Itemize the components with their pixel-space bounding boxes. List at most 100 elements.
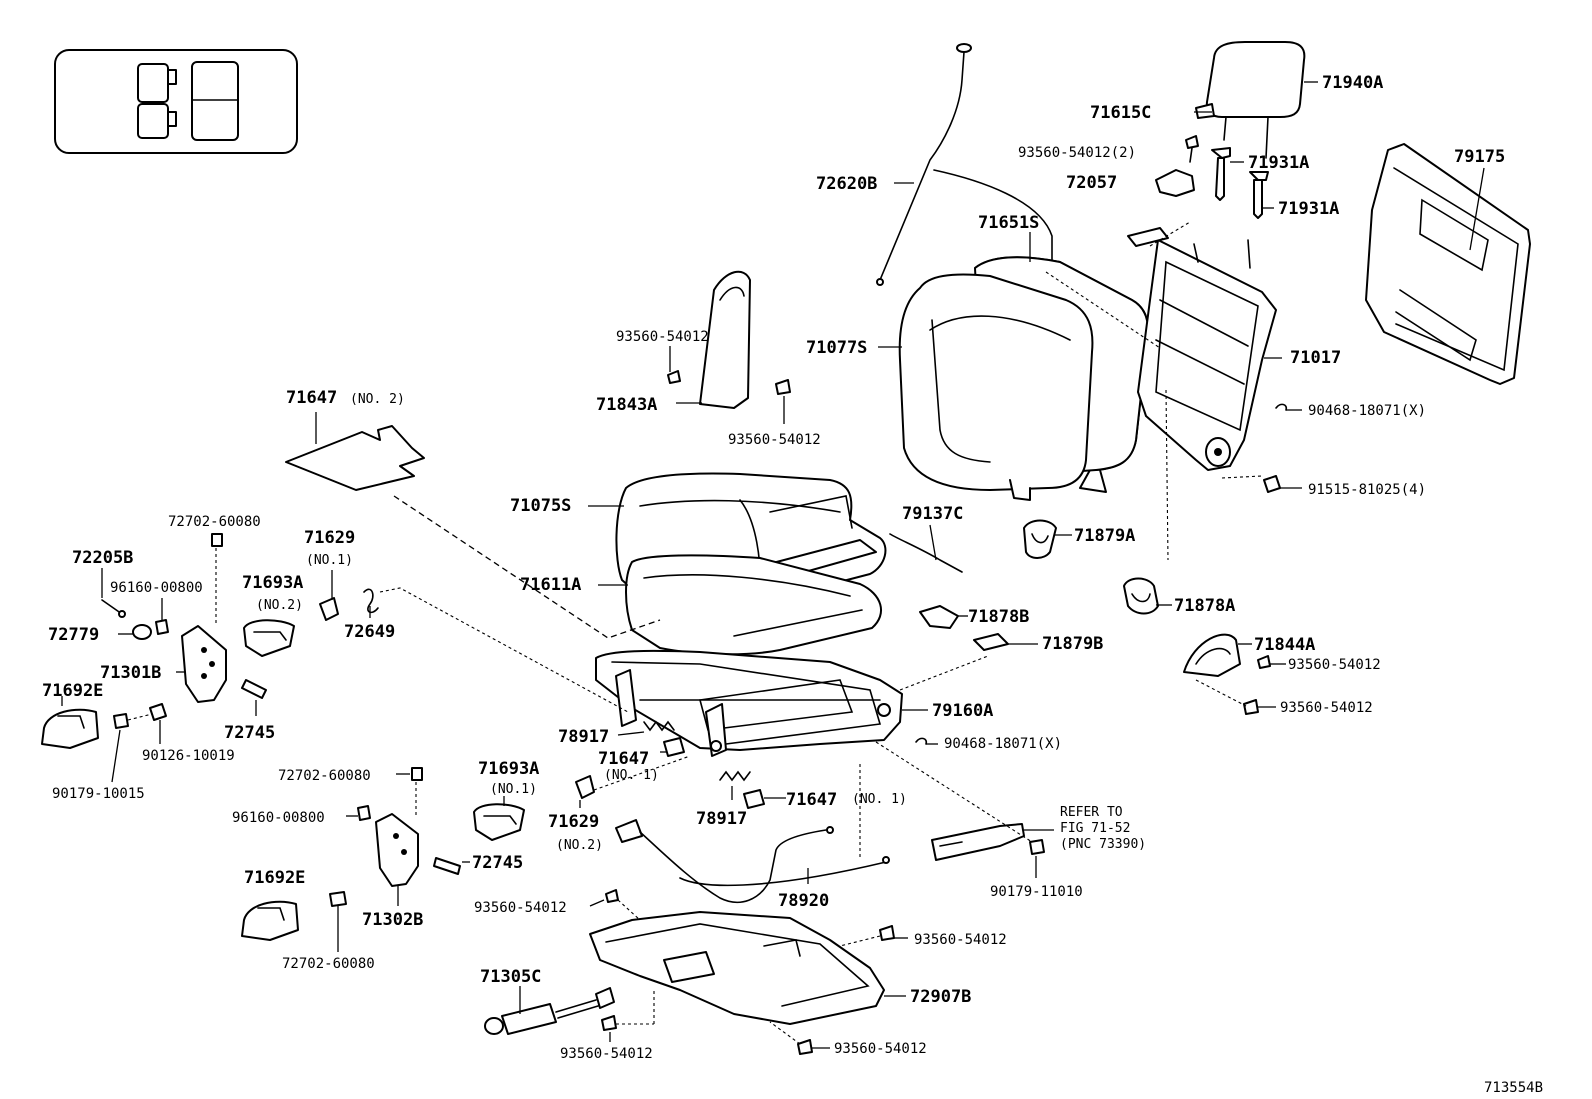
label-71647-no1-b: 71647 — [786, 790, 837, 810]
label-71692E-a: 71692E — [42, 681, 103, 701]
label-93560-54012-e: 93560-54012 — [474, 900, 567, 916]
label-71647-no1-a: 71647 — [598, 749, 649, 769]
seat-frame-79160A — [595, 649, 928, 757]
recliner-cover-71844A — [1183, 633, 1252, 677]
label-93560-54012-a: 93560-54012 — [616, 329, 709, 345]
headrest-support-71931A-a — [1211, 147, 1244, 201]
label-90126-10019: 90126-10019 — [142, 748, 235, 764]
cable-78920 — [615, 764, 890, 904]
cover-71693A-no1 — [473, 796, 525, 841]
bushing-71647-no1-b — [743, 789, 786, 809]
hinge-cover-71843A — [676, 270, 751, 409]
label-71878B: 71878B — [968, 607, 1029, 627]
label-96160-00800-b: 96160-00800 — [232, 810, 325, 826]
seatback-pad-71077S — [878, 273, 1094, 501]
bolt-72745-a — [241, 679, 267, 716]
label-78920: 78920 — [778, 891, 829, 911]
label-79137C: 79137C — [902, 504, 963, 524]
label-90468-18071-a: 90468-18071(X) — [1308, 403, 1426, 419]
bolt-72702-60080-a — [211, 533, 223, 626]
bolt-72745-b — [433, 857, 470, 875]
label-71879B: 71879B — [1042, 634, 1103, 654]
headrest-support-71931A-b — [1249, 171, 1274, 219]
label-78917-a: 78917 — [558, 727, 609, 747]
clip-71629-no2 — [575, 775, 595, 808]
label-71629-a-note: (NO.1) — [306, 553, 353, 568]
label-93560-54012-d: 93560-54012 — [1280, 700, 1373, 716]
clip-90468-18071-a — [1275, 403, 1288, 411]
label-72057: 72057 — [1066, 173, 1117, 193]
label-71693A-b: 71693A — [478, 759, 539, 779]
label-72620B: 72620B — [816, 174, 877, 194]
label-71940A: 71940A — [1322, 73, 1383, 93]
label-71693A-a: 71693A — [242, 573, 303, 593]
bolt-72702-60080-b — [396, 767, 423, 816]
label-71017: 71017 — [1290, 348, 1341, 368]
label-90468-18071-b: 90468-18071(X) — [944, 736, 1062, 752]
hinge-bracket-71302B — [375, 813, 419, 906]
label-71611A: 71611A — [520, 575, 581, 595]
clip-71878A — [1123, 577, 1172, 615]
bushing-71647-no1-a — [660, 737, 685, 757]
spring-72649 — [363, 588, 379, 618]
label-71647-no2: 71647 — [286, 388, 337, 408]
label-71647-no2-note: (NO. 2) — [350, 392, 405, 407]
screw-93560-54012-2 — [1185, 135, 1199, 163]
label-72702-60080-c: 72702-60080 — [282, 956, 375, 972]
damper-71305C — [484, 986, 615, 1035]
washer-72779 — [118, 624, 152, 640]
screw-93560-54012-f — [839, 925, 908, 947]
label-72745-b: 72745 — [472, 853, 523, 873]
label-71629-b-note: (NO.2) — [556, 838, 603, 853]
bolt-90126-10019 — [127, 703, 167, 744]
label-71077S: 71077S — [806, 338, 867, 358]
label-91515-81025-4: 91515-81025(4) — [1308, 482, 1426, 498]
hinge-bracket-71301B — [176, 625, 227, 703]
label-72779: 72779 — [48, 625, 99, 645]
nut-90179-10015 — [111, 713, 129, 783]
refer-to-line2: FIG 71-52 — [1060, 821, 1130, 836]
label-72702-60080-b: 72702-60080 — [278, 768, 371, 784]
seat-cushion-pad-71611A — [598, 554, 882, 656]
label-71301B: 71301B — [100, 663, 161, 683]
label-72649: 72649 — [344, 622, 395, 642]
screw-93560-54012-d — [1243, 699, 1276, 715]
bolt-72205B — [101, 568, 126, 618]
label-78917-b: 78917 — [696, 809, 747, 829]
screw-93560-54012-h — [769, 1021, 830, 1055]
label-71629-b: 71629 — [548, 812, 599, 832]
label-71878A: 71878A — [1174, 596, 1235, 616]
label-72907B: 72907B — [910, 987, 971, 1007]
bolt-72702-60080-c — [329, 891, 347, 952]
label-71075S: 71075S — [510, 496, 571, 516]
spring-78917-b — [719, 770, 751, 800]
label-71843A: 71843A — [596, 395, 657, 415]
label-71305C: 71305C — [480, 967, 541, 987]
screw-93560-54012-a — [667, 346, 681, 384]
label-71931A-b: 71931A — [1278, 199, 1339, 219]
label-71879A: 71879A — [1074, 526, 1135, 546]
seatback-board-79175 — [1365, 143, 1531, 385]
label-71647-no1-b-note: (NO. 1) — [852, 792, 907, 807]
label-79175: 79175 — [1454, 147, 1505, 167]
nut-90179-11010 — [1029, 839, 1045, 878]
bracket-72057 — [1155, 169, 1195, 197]
release-cable-72620B — [876, 43, 1056, 286]
bracket-71878B — [919, 605, 968, 629]
headrest-71940A — [1205, 41, 1318, 159]
label-71693A-a-note: (NO.2) — [256, 598, 303, 613]
label-71651S: 71651S — [978, 213, 1039, 233]
label-71615C: 71615C — [1090, 103, 1151, 123]
clip-71879A — [1023, 519, 1072, 559]
label-93560-54012-f: 93560-54012 — [914, 932, 1007, 948]
figure-id: 713554B — [1484, 1080, 1543, 1096]
trim-71692E-a — [41, 696, 99, 749]
label-93560-54012-2: 93560-54012(2) — [1018, 145, 1136, 161]
buckle-ref-73390 — [931, 823, 1054, 861]
label-72205B: 72205B — [72, 548, 133, 568]
seat-bottom-tray-72907B — [589, 911, 906, 1025]
label-72702-60080-a: 72702-60080 — [168, 514, 261, 530]
label-71629-a: 71629 — [304, 528, 355, 548]
label-90179-11010: 90179-11010 — [990, 884, 1083, 900]
label-96160-00800-a: 96160-00800 — [110, 580, 203, 596]
